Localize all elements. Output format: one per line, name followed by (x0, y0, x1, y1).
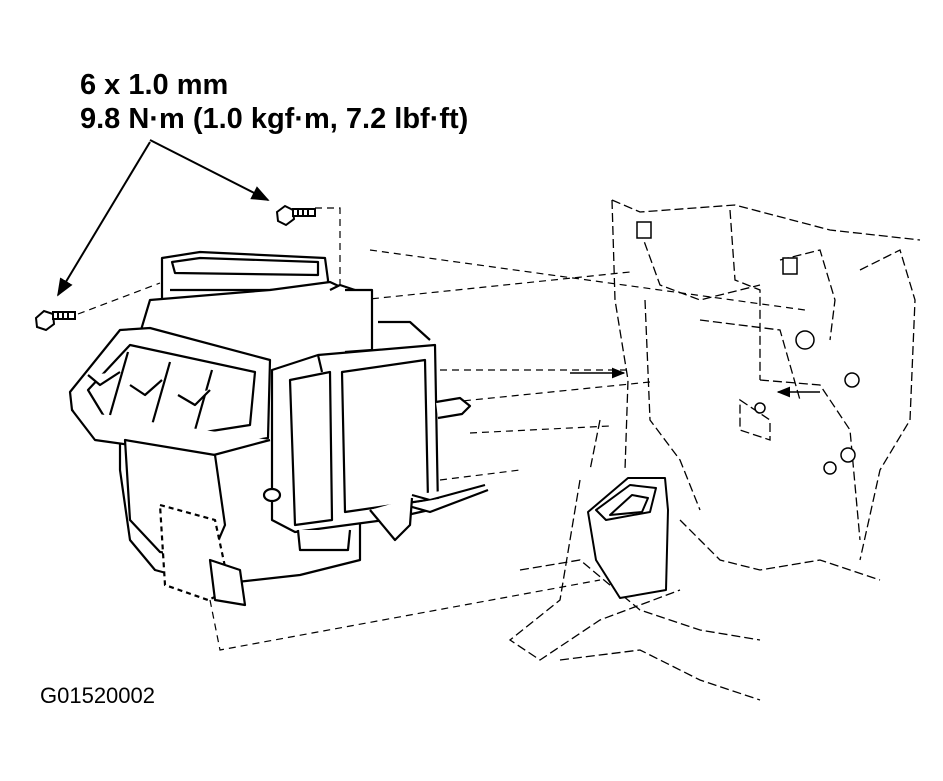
torque-label: 9.8 N·m (1.0 kgf·m, 7.2 lbf·ft) (80, 103, 469, 135)
leader-arrows (57, 139, 270, 297)
alignment-lines (77, 207, 806, 651)
bolt-size-label: 6 x 1.0 mm (80, 69, 229, 101)
engagement-arrows (570, 367, 820, 398)
floor-duct (587, 477, 669, 599)
figure-id: G01520002 (40, 683, 155, 708)
bolt-icon (34, 309, 76, 332)
heater-unit (68, 250, 489, 607)
vehicle-body (508, 199, 921, 701)
clip-icon (636, 221, 860, 475)
bolt-icon (275, 204, 316, 227)
callout-spec: 6 x 1.0 mm 9.8 N·m (1.0 kgf·m, 7.2 lbf·f… (80, 68, 468, 136)
arrow-icon (57, 141, 151, 297)
arrow-icon (149, 139, 270, 201)
